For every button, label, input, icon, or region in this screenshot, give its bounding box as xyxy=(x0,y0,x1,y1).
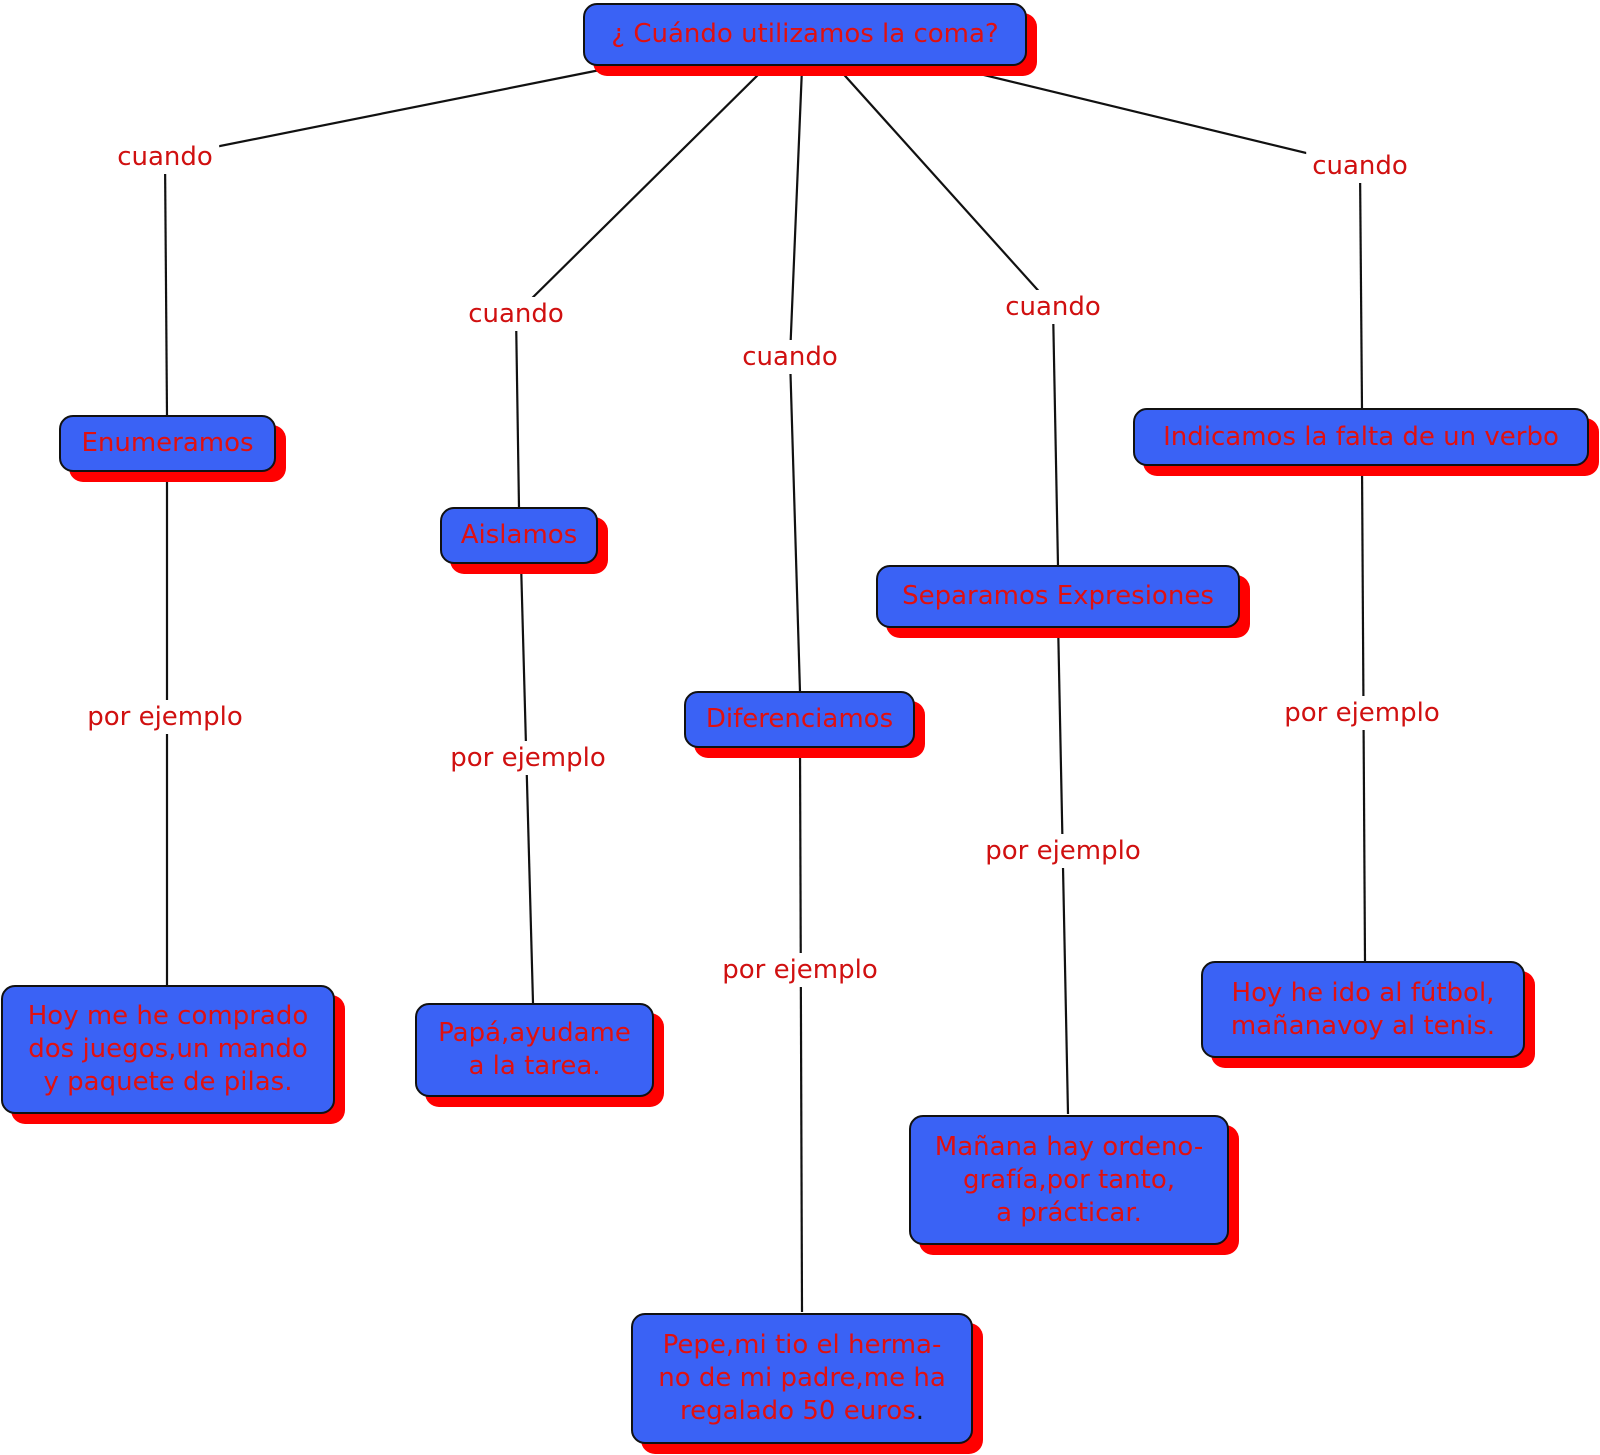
linking-phrase-por-ejemplo: por ejemplo xyxy=(979,834,1147,868)
concept-node-separamos[interactable]: Separamos Expresiones xyxy=(876,565,1240,628)
example-text: Hoy he ido al fútbol, mañanavoy al tenis… xyxy=(1230,977,1496,1041)
link-root-diferenciamos-a xyxy=(788,67,804,358)
linking-phrase-cuando: cuando xyxy=(462,297,570,331)
example-node-separamos[interactable]: Mañana hay ordeno- grafía,por tanto, a p… xyxy=(909,1115,1229,1245)
example-text-period: . xyxy=(915,1396,925,1426)
example-node-aislamos[interactable]: Papá,ayudame a la tarea. xyxy=(415,1003,654,1097)
concept-node-diferenciamos[interactable]: Diferenciamos xyxy=(684,691,915,748)
linking-phrase-por-ejemplo: por ejemplo xyxy=(716,953,884,987)
concept-node-indicamos[interactable]: Indicamos la falta de un verbo xyxy=(1133,408,1589,466)
link-root-aislamos-a xyxy=(515,67,766,315)
concept-label: Diferenciamos xyxy=(705,704,894,734)
concept-label: Aislamos xyxy=(460,520,578,550)
link-root-diferenciamos-b xyxy=(788,356,802,693)
link-root-indicamos-a xyxy=(954,66,1361,168)
link-root-aislamos-b xyxy=(514,313,521,509)
example-text: Mañana hay ordeno- grafía,por tanto, a p… xyxy=(934,1131,1204,1228)
linking-phrase-cuando: cuando xyxy=(111,140,219,174)
link-root-separamos-b xyxy=(1051,306,1060,567)
link-root-indicamos-b xyxy=(1358,165,1364,411)
example-node-enumeramos[interactable]: Hoy me he comprado dos juegos,un mando y… xyxy=(1,985,335,1114)
example-text: Pepe,mi tio el herma- no de mi padre,me … xyxy=(658,1330,946,1426)
link-diferenciamos-example xyxy=(798,745,804,1313)
example-text: Hoy me he comprado dos juegos,un mando y… xyxy=(27,1001,309,1097)
concept-node-aislamos[interactable]: Aislamos xyxy=(440,507,598,564)
link-root-enumeramos-a xyxy=(164,66,611,159)
concept-label: Indicamos la falta de un verbo xyxy=(1163,421,1559,452)
concept-node-enumeramos[interactable]: Enumeramos xyxy=(59,415,276,472)
linking-phrase-por-ejemplo: por ejemplo xyxy=(444,741,612,775)
root-concept-node[interactable]: ¿ Cuándo utilizamos la coma? xyxy=(583,3,1027,66)
root-concept-label: ¿ Cuándo utilizamos la coma? xyxy=(611,19,999,49)
linking-phrase-cuando: cuando xyxy=(1306,149,1414,183)
example-node-diferenciamos[interactable]: Pepe,mi tio el herma- no de mi padre,me … xyxy=(631,1313,973,1444)
concept-label: Separamos Expresiones xyxy=(902,581,1214,611)
link-root-enumeramos-b xyxy=(163,156,169,417)
concept-label: Enumeramos xyxy=(81,428,254,458)
example-text: Papá,ayudame a la tarea. xyxy=(438,1018,631,1081)
link-root-separamos-a xyxy=(837,67,1054,308)
linking-phrase-por-ejemplo: por ejemplo xyxy=(81,700,249,734)
link-aislamos-example xyxy=(519,561,535,1004)
linking-phrase-por-ejemplo: por ejemplo xyxy=(1278,696,1446,730)
example-node-indicamos[interactable]: Hoy he ido al fútbol, mañanavoy al tenis… xyxy=(1201,961,1525,1058)
linking-phrase-cuando: cuando xyxy=(999,290,1107,324)
linking-phrase-cuando: cuando xyxy=(736,340,844,374)
